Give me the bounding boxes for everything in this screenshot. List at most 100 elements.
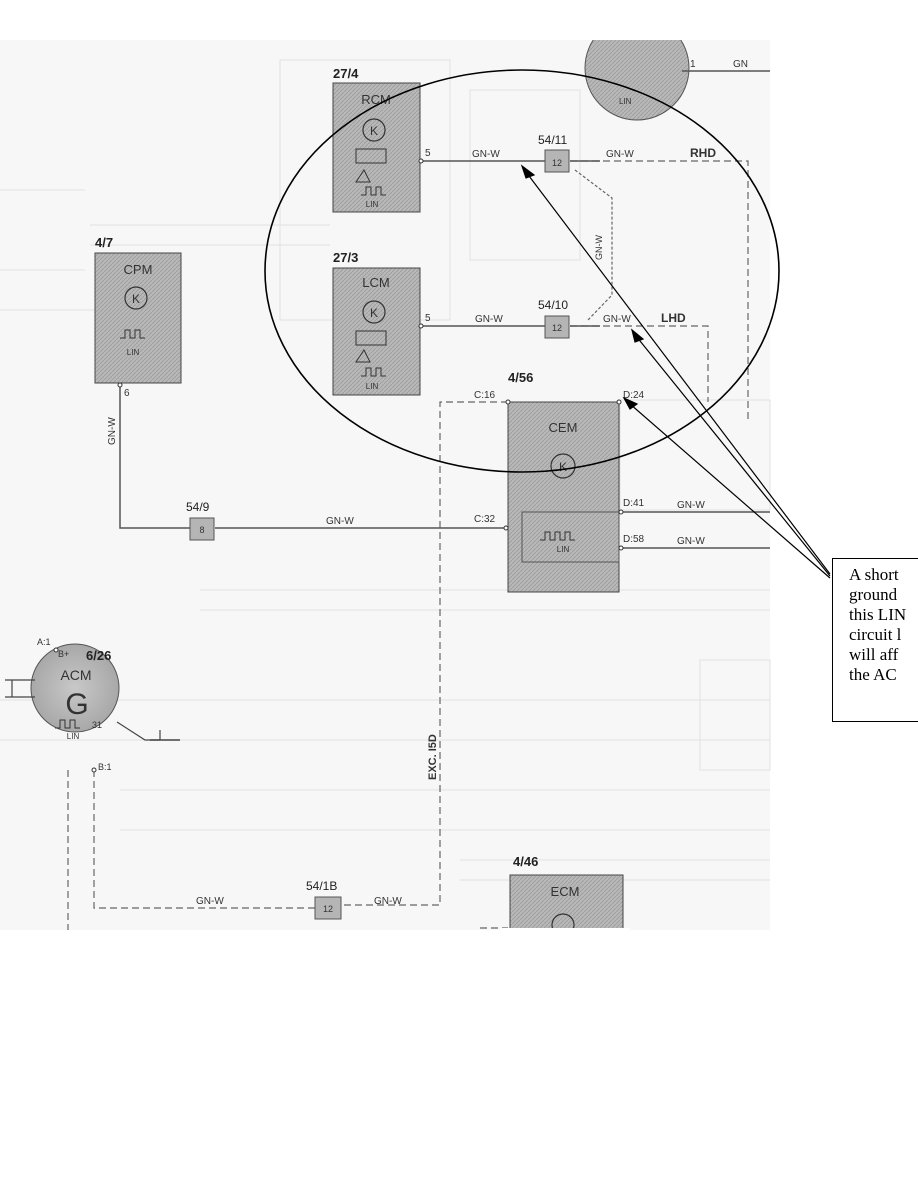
exc-i5d-dashed-wire bbox=[343, 401, 508, 906]
cem-k-icon bbox=[550, 453, 576, 479]
lcm-lin-pulse-icon bbox=[361, 367, 386, 377]
acm-g-symbol: G bbox=[65, 688, 88, 721]
wire-label-54-1b: GN-W bbox=[374, 896, 402, 907]
cpm-lin-pulse-icon bbox=[120, 329, 145, 339]
wire-label-rhd: GN-W bbox=[606, 149, 634, 160]
acm-lin-pulse-icon bbox=[55, 719, 80, 729]
lcm-module: K bbox=[332, 267, 424, 396]
callout-line-3: this LIN bbox=[849, 605, 907, 624]
connector-54-11 bbox=[544, 149, 570, 173]
acm-dashed-wire bbox=[93, 770, 315, 909]
wire-label-cem-c32: GN-W bbox=[326, 516, 354, 527]
top-wire-label: GN bbox=[733, 59, 748, 70]
svg-text:K: K bbox=[132, 292, 140, 306]
wire-label-rcm: GN-W bbox=[472, 149, 500, 160]
wire-label-d41: GN-W bbox=[677, 500, 705, 511]
cem-name: CEM bbox=[549, 420, 578, 435]
cpm-module: K bbox=[94, 252, 182, 388]
acm-pin-b1: B:1 bbox=[98, 762, 112, 772]
top-partial-module bbox=[580, 10, 700, 121]
connector-54-1b bbox=[314, 896, 342, 920]
cpm-k-icon bbox=[124, 286, 148, 310]
svg-text:K: K bbox=[559, 460, 567, 474]
callout-box: A short ground this LIN circuit l will a… bbox=[832, 558, 918, 722]
connector-54-1b-pin: 12 bbox=[323, 904, 333, 914]
connector-54-9-id: 54/9 bbox=[186, 500, 210, 514]
svg-text:K: K bbox=[370, 124, 378, 138]
rcm-lin-label: LIN bbox=[366, 200, 379, 209]
ecm-module bbox=[500, 874, 630, 938]
lcm-name: LCM bbox=[362, 275, 389, 290]
connector-54-10-id: 54/10 bbox=[538, 298, 568, 312]
cem-id: 4/56 bbox=[508, 370, 533, 385]
rcm-pin: 5 bbox=[425, 148, 431, 159]
acm-pin-a1: A:1 bbox=[37, 637, 51, 647]
rcm-relay-icon bbox=[355, 148, 387, 164]
rcm-k-icon bbox=[362, 118, 386, 142]
lhd-label: LHD bbox=[661, 311, 686, 325]
exc-i5d-label: EXC. I5D bbox=[427, 734, 439, 780]
connector-54-9-pin: 8 bbox=[199, 525, 204, 535]
rcm-triangle-icon bbox=[355, 169, 371, 183]
lcm-pin: 5 bbox=[425, 313, 431, 324]
cpm-id: 4/7 bbox=[95, 235, 113, 250]
lcm-id: 27/3 bbox=[333, 250, 358, 265]
lhd-dashed-wire bbox=[570, 325, 709, 402]
cem-pin-d41: D:41 bbox=[623, 498, 645, 509]
cem-pin-c16: C:16 bbox=[474, 390, 496, 401]
connector-54-1b-id: 54/1B bbox=[306, 879, 337, 893]
cpm-name: CPM bbox=[124, 262, 153, 277]
wire-label-d58: GN-W bbox=[677, 536, 705, 547]
connector-54-11-pin: 12 bbox=[552, 158, 562, 168]
jumper-wire bbox=[574, 169, 613, 321]
connector-54-10 bbox=[544, 315, 570, 339]
cem-pin-c32: C:32 bbox=[474, 514, 496, 525]
acm-name: ACM bbox=[60, 667, 91, 683]
cem-pin-d24: D:24 bbox=[623, 390, 645, 401]
callout-line-1: A short bbox=[849, 565, 899, 584]
wire-label-lhd: GN-W bbox=[603, 314, 631, 325]
lcm-relay-icon bbox=[355, 330, 387, 346]
cem-pin-d58: D:58 bbox=[623, 534, 645, 545]
rcm-id: 27/4 bbox=[333, 66, 359, 81]
ecm-name: ECM bbox=[551, 884, 580, 899]
callout-line-4: circuit l bbox=[849, 625, 902, 644]
callout-line-2: ground bbox=[849, 585, 898, 604]
cpm-lin-label: LIN bbox=[127, 348, 140, 357]
callout-line-6: the AC bbox=[849, 665, 897, 684]
acm-pin-31: 31 bbox=[92, 720, 102, 730]
acm-pin-bplus: B+ bbox=[58, 649, 69, 659]
lcm-k-icon bbox=[362, 300, 386, 324]
top-lin-label: LIN bbox=[619, 97, 632, 106]
callout-arrows bbox=[520, 164, 831, 579]
connector-54-9 bbox=[189, 517, 215, 541]
rcm-name: RCM bbox=[361, 92, 391, 107]
cem-lin-pulse-icon bbox=[540, 531, 575, 541]
cem-lin-label: LIN bbox=[557, 545, 570, 554]
wire-label-jumper: GN-W bbox=[594, 235, 604, 260]
solid-wires bbox=[119, 160, 770, 549]
highlight-ellipse bbox=[264, 69, 780, 473]
svg-text:K: K bbox=[370, 306, 378, 320]
wire-label-cpm: GN-W bbox=[107, 417, 118, 445]
acm-lin-label: LIN bbox=[67, 732, 80, 741]
background-faint-lines bbox=[0, 59, 771, 881]
rhd-dashed-wire bbox=[570, 160, 749, 420]
acm-id: 6/26 bbox=[86, 648, 111, 663]
callout-line-5: will aff bbox=[849, 645, 899, 664]
connector-54-10-pin: 12 bbox=[552, 323, 562, 333]
lcm-lin-label: LIN bbox=[366, 382, 379, 391]
top-pin-label: 1 bbox=[690, 59, 696, 70]
connector-54-11-id: 54/11 bbox=[538, 133, 567, 147]
wire-label-lcm: GN-W bbox=[475, 314, 503, 325]
ecm-id: 4/46 bbox=[513, 854, 538, 869]
wire-label-acm: GN-W bbox=[196, 896, 224, 907]
rcm-lin-pulse-icon bbox=[361, 186, 386, 196]
rhd-label: RHD bbox=[690, 146, 716, 160]
lcm-triangle-icon bbox=[355, 349, 371, 363]
cem-module: K bbox=[503, 399, 624, 593]
cpm-pin: 6 bbox=[124, 388, 130, 399]
acm-module bbox=[5, 643, 180, 773]
